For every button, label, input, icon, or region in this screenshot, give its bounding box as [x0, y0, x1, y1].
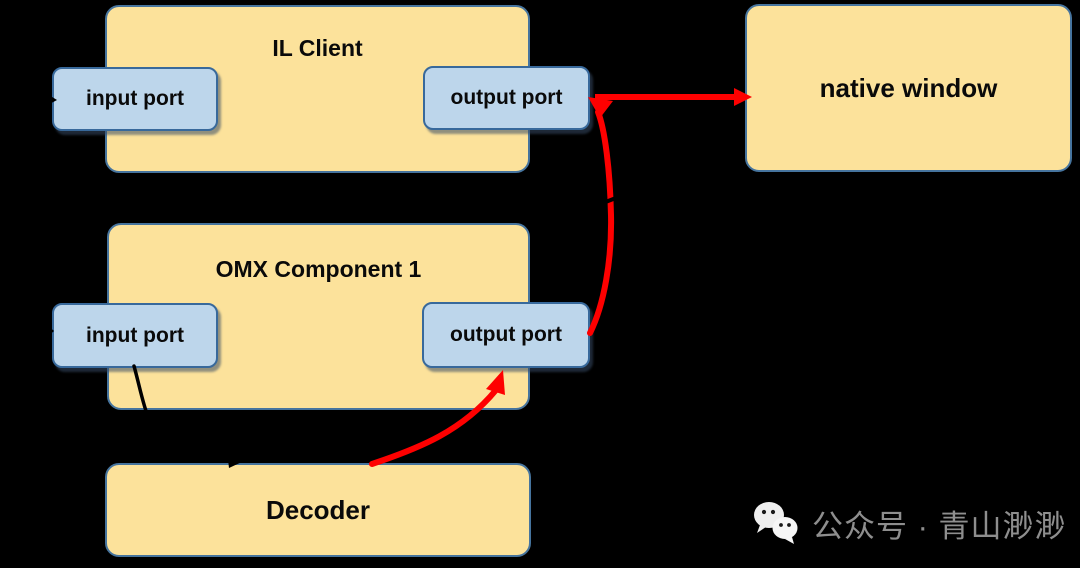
native-window-label: native window	[819, 72, 998, 103]
il-client-label: IL Client	[272, 35, 363, 61]
arrow-il-output-to-native-window	[595, 88, 752, 106]
omx-input-port-label: input port	[86, 323, 184, 347]
arrow-omx-output-to-il-output	[587, 97, 615, 336]
omx-output-port-label: output port	[450, 323, 562, 346]
watermark-text: 公众号 · 青山渺渺	[812, 508, 1067, 544]
arrow-into-omx-input-port	[0, 324, 54, 338]
omx-input-port: input port	[52, 303, 218, 368]
watermark: 公众号 · 青山渺渺	[752, 499, 1067, 547]
il-client-input-port-label: input port	[86, 87, 184, 110]
small-black-tick	[601, 194, 623, 205]
decoder-label: Decoder	[265, 494, 371, 525]
il-client-input-port: input port	[52, 67, 218, 131]
il-client-output-port: output port	[423, 66, 590, 130]
native-window-box: native window	[745, 4, 1072, 172]
il-client-output-port-label: output port	[450, 86, 563, 109]
omx-component-label: OMX Component 1	[215, 256, 422, 282]
omx-output-port: output port	[422, 302, 590, 368]
decoder-box: Decoder	[105, 463, 531, 557]
wechat-icon	[754, 502, 798, 544]
arrow-into-il-input-port	[0, 92, 57, 107]
